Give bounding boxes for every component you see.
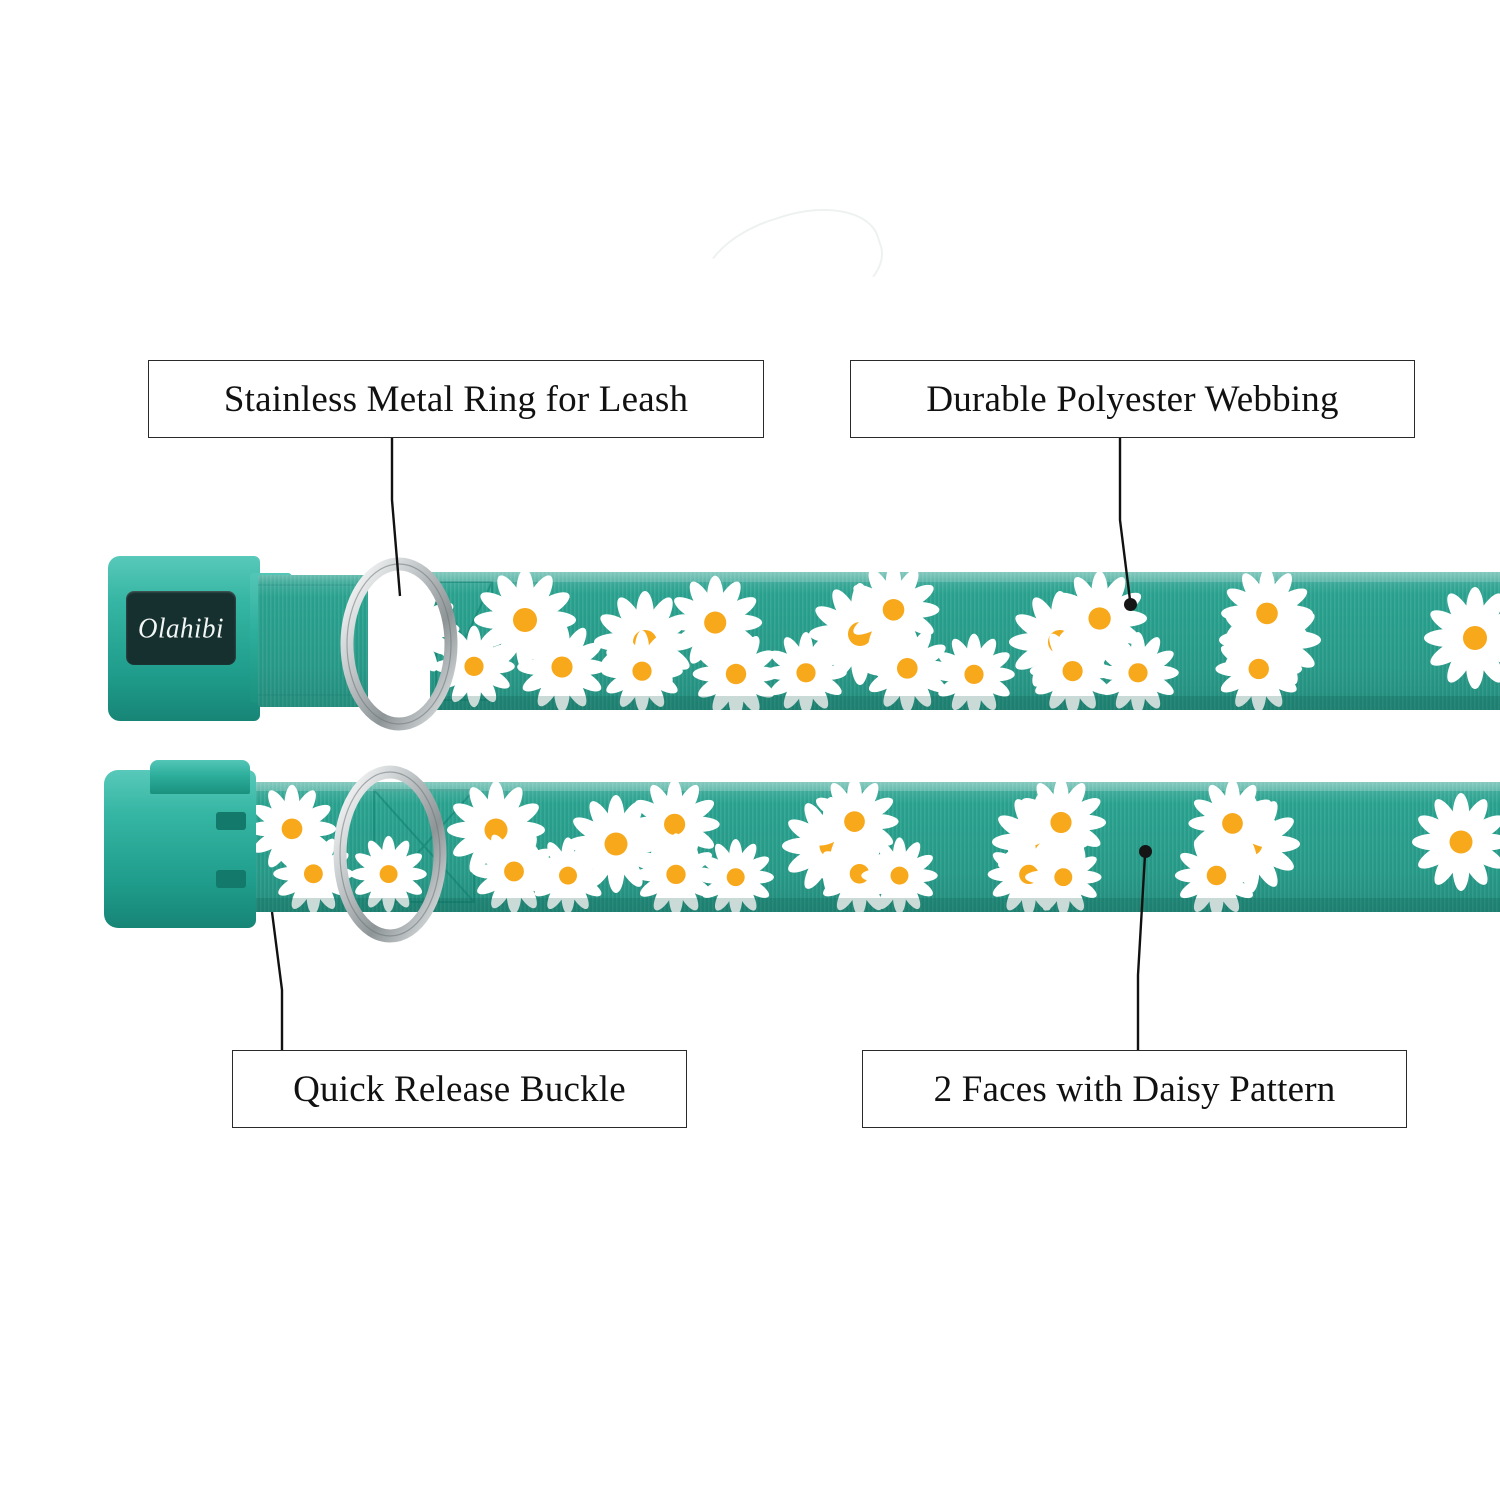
metal-d-ring-lower (333, 765, 447, 943)
webbing-lower (256, 782, 1500, 912)
buckle-body-lower (104, 770, 256, 928)
callout-webbing-text: Durable Polyester Webbing (926, 378, 1339, 420)
marker-dot-webbing (1124, 598, 1137, 611)
brand-text: Olahibi (137, 611, 224, 644)
metal-d-ring-upper (340, 557, 458, 731)
callout-ring-text: Stainless Metal Ring for Leash (223, 378, 689, 420)
brand-plate-upper: Olahibi (126, 591, 236, 665)
reflection-wisp (688, 189, 896, 345)
webbing-texture-upper-tab (258, 584, 368, 696)
buckle-slot-top (216, 812, 246, 830)
callout-durable-polyester-webbing: Durable Polyester Webbing (850, 360, 1415, 438)
callout-two-faces-daisy-pattern: 2 Faces with Daisy Pattern (862, 1050, 1407, 1128)
buckle-slot-bottom (216, 870, 246, 888)
daisy-pattern-upper (430, 572, 1500, 710)
buckle-release-tab-lower (150, 760, 250, 794)
callout-buckle-text: Quick Release Buckle (293, 1068, 626, 1110)
webbing-upper (430, 572, 1500, 710)
marker-dot-faces (1139, 845, 1152, 858)
callout-faces-text: 2 Faces with Daisy Pattern (933, 1068, 1336, 1110)
callout-stainless-metal-ring: Stainless Metal Ring for Leash (148, 360, 764, 438)
callout-quick-release-buckle: Quick Release Buckle (232, 1050, 687, 1128)
